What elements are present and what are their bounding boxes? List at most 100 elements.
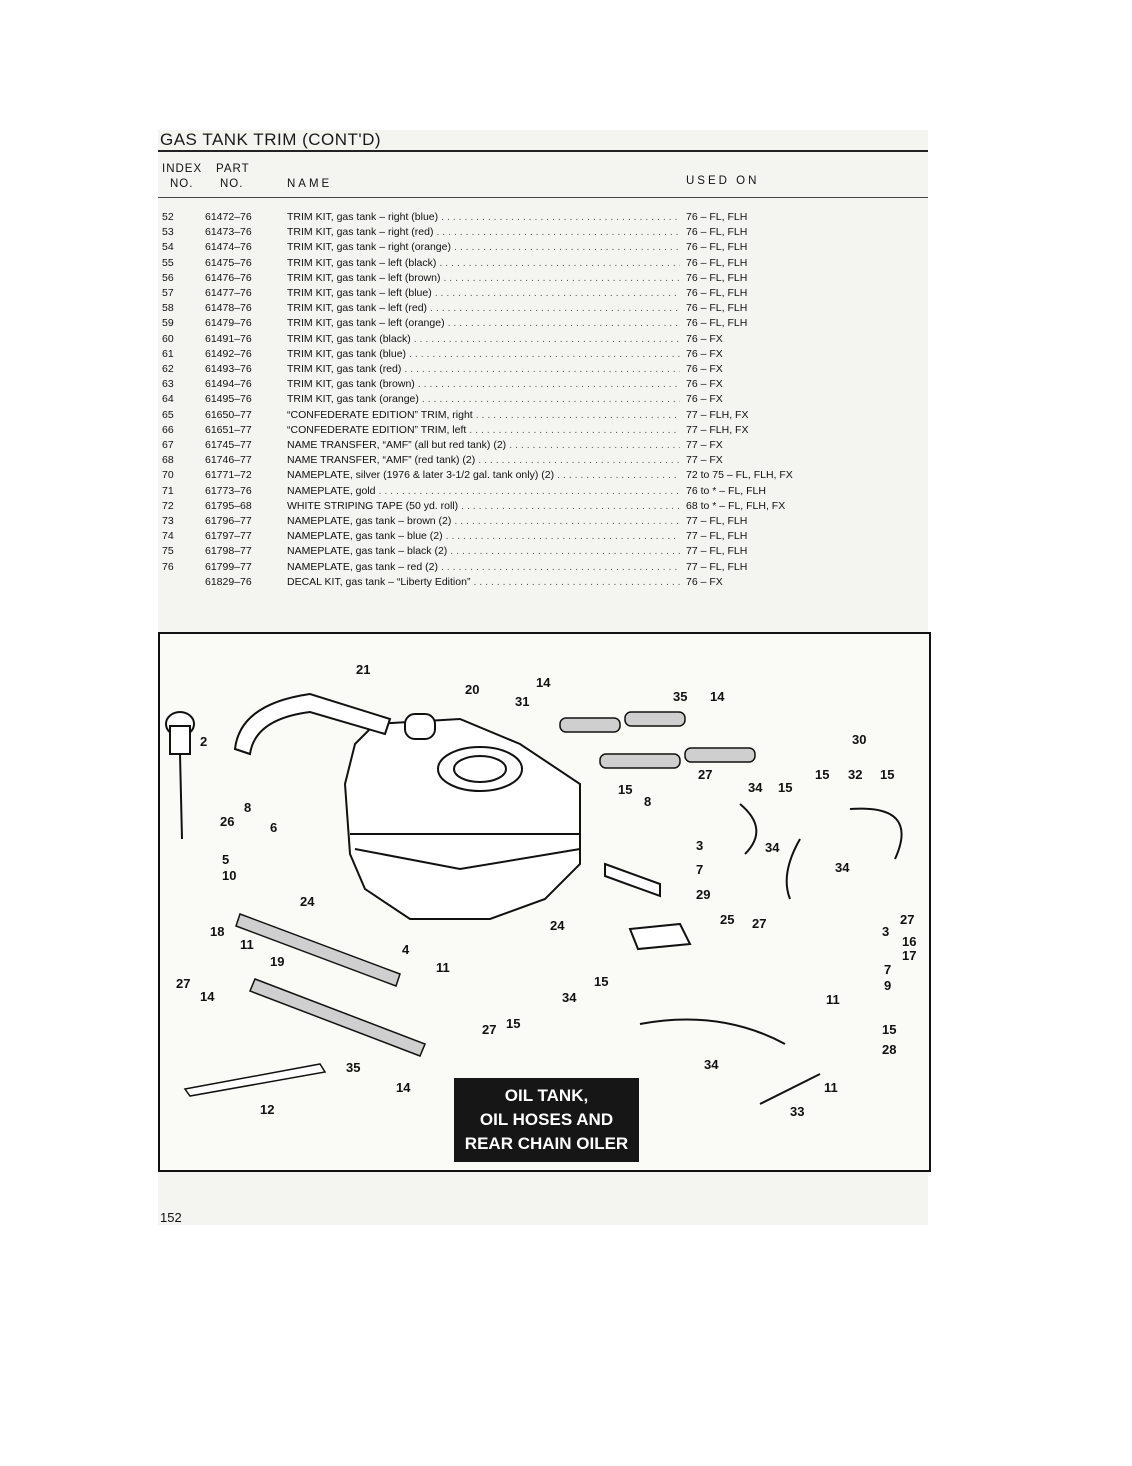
title-rule	[158, 150, 928, 152]
callout-2: 2	[200, 734, 207, 749]
part-number-cell: 61492–76	[205, 347, 252, 360]
part-number-cell: 61474–76	[205, 241, 252, 254]
callout-27d: 27	[176, 976, 190, 991]
leader-dots: . . . . . . . . . . . . . . . . . . . . …	[478, 454, 680, 467]
callout-6: 6	[270, 820, 277, 835]
oil-tank-diagram: 21 20 14 31 35 14 2 30 15 32 15 27 34 15…	[158, 632, 931, 1172]
oil-tank-body	[343, 713, 581, 920]
diagram-caption: OIL TANK, OIL HOSES AND REAR CHAIN OILER	[454, 1078, 639, 1162]
callout-27: 27	[698, 767, 712, 782]
name-cell: NAMEPLATE, gas tank – red (2)	[287, 560, 438, 573]
callout-15d: 15	[618, 782, 632, 797]
part-number-cell: 61746–77	[205, 454, 252, 467]
callout-27e: 27	[482, 1022, 496, 1037]
leader-dots: . . . . . . . . . . . . . . . . . . . . …	[409, 347, 680, 360]
callout-31: 31	[515, 694, 529, 709]
used-on-cell: 76 – FL, FLH	[686, 287, 748, 299]
used-on-cell: 76 – FL, FLH	[686, 256, 748, 269]
callout-21: 21	[356, 662, 370, 677]
name-cell: TRIM KIT, gas tank – left (brown)	[287, 271, 441, 284]
name-cell: WHITE STRIPING TAPE (50 yd. roll)	[287, 499, 459, 512]
callout-32: 32	[848, 767, 862, 782]
index-cell: 70	[162, 469, 174, 482]
callout-11: 11	[240, 937, 254, 952]
leader-dots: . . . . . . . . . . . . . . . . . . . . …	[473, 575, 680, 588]
part-number-cell: 61493–76	[205, 363, 252, 375]
callout-30: 30	[852, 732, 866, 747]
callout-14d: 14	[396, 1080, 411, 1095]
index-cell: 59	[162, 317, 174, 330]
name-cell: TRIM KIT, gas tank – left (red)	[287, 302, 428, 315]
index-cell: 62	[162, 363, 174, 375]
used-on-cell: 77 – FX	[686, 454, 723, 467]
part-number-cell: 61797–77	[205, 530, 252, 543]
used-on-cell: 76 – FX	[686, 378, 723, 391]
callout-8b: 8	[644, 794, 651, 809]
dipstick-part	[165, 711, 195, 840]
name-cell: DECAL KIT, gas tank – “Liberty Edition”	[287, 575, 471, 588]
part-number-cell: 61745–77	[205, 439, 252, 451]
callout-4: 4	[402, 942, 410, 957]
name-cell: TRIM KIT, gas tank (black)	[287, 332, 411, 345]
left-hoses	[235, 913, 426, 1057]
header-index-top: INDEX	[162, 163, 203, 175]
name-cell: TRIM KIT, gas tank (red)	[287, 363, 402, 375]
callout-7b: 7	[884, 962, 891, 977]
callout-labels: 21 20 14 31 35 14 2 30 15 32 15 27 34 15…	[176, 662, 916, 1119]
used-on-cell: 77 – FL, FLH	[686, 530, 748, 543]
callout-35: 35	[673, 689, 687, 704]
index-cell: 64	[162, 393, 174, 406]
callout-5: 5	[222, 852, 229, 867]
used-on-cell: 77 – FX	[686, 439, 723, 451]
leader-dots: . . . . . . . . . . . . . . . . . . . . …	[453, 241, 680, 254]
part-number-cell: 61473–76	[205, 226, 252, 239]
name-cell: NAME TRANSFER, “AMF” (red tank) (2)	[287, 454, 476, 467]
callout-25: 25	[720, 912, 734, 927]
leader-dots: . . . . . . . . . . . . . . . . . . . . …	[439, 256, 680, 269]
callout-14b: 14	[710, 689, 725, 704]
index-cell: 53	[162, 226, 174, 239]
callout-11b: 11	[436, 960, 450, 975]
index-cell: 60	[162, 332, 174, 345]
name-cell: “CONFEDERATE EDITION” TRIM, right	[287, 408, 473, 421]
name-cell: NAMEPLATE, silver (1976 & later 3-1/2 ga…	[287, 469, 555, 482]
callout-11d: 11	[824, 1080, 838, 1095]
leader-dots: . . . . . . . . . . . . . . . . . . . . …	[417, 378, 680, 391]
used-on-cell: 77 – FL, FLH	[686, 515, 748, 527]
part-number-cell: 61773–76	[205, 484, 252, 497]
leader-dots: . . . . . . . . . . . . . . . . . . . . …	[447, 317, 680, 330]
used-on-cell: 76 – FL, FLH	[686, 271, 748, 284]
leader-dots: . . . . . . . . . . . . . . . . . . . . …	[445, 530, 680, 543]
index-cell: 72	[162, 499, 174, 512]
callout-26: 26	[220, 814, 234, 829]
callout-15g: 15	[882, 1022, 896, 1037]
leader-dots: . . . . . . . . . . . . . . . . . . . . …	[475, 408, 680, 421]
part-number-cell: 61799–77	[205, 560, 252, 573]
part-number-cell: 61650–77	[205, 408, 252, 421]
leader-dots: . . . . . . . . . . . . . . . . . . . . …	[434, 287, 680, 299]
leader-dots: . . . . . . . . . . . . . . . . . . . . …	[461, 499, 680, 512]
used-on-cell: 76 – FL, FLH	[686, 317, 748, 330]
right-side-hoses	[639, 803, 903, 1105]
callout-12: 12	[260, 1102, 274, 1117]
index-cell: 74	[162, 530, 174, 543]
index-cell: 75	[162, 545, 174, 558]
callout-28: 28	[882, 1042, 896, 1057]
header-name: NAME	[287, 178, 333, 190]
name-cell: NAME TRANSFER, “AMF” (all but red tank) …	[287, 439, 507, 451]
callout-15c: 15	[778, 780, 792, 795]
callout-34b: 34	[765, 840, 780, 855]
name-cell: TRIM KIT, gas tank (orange)	[287, 393, 419, 406]
leader-dots: . . . . . . . . . . . . . . . . . . . . …	[421, 393, 680, 406]
index-cell: 73	[162, 515, 174, 527]
part-number-cell: 61475–76	[205, 256, 252, 269]
